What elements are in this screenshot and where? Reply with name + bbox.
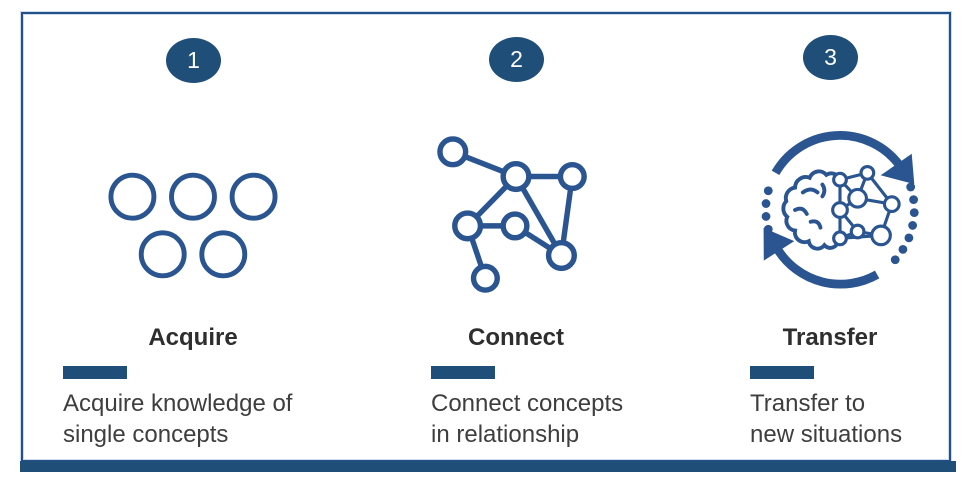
step-1-description-line1: Acquire knowledge of [63,390,293,417]
step-3-description-line2: new situations [750,421,903,448]
brain-cycle-icon [754,124,926,296]
step-1-number-badge: 1 [166,38,221,83]
step-2-description-line1: Connect concepts [431,390,624,417]
step-2-number-badge: 2 [489,37,544,82]
step-3-accent-bar [750,366,814,379]
step-3-description-line1: Transfer to [750,390,866,417]
step-3-description: Transfer to new situations [750,388,976,450]
network-graph-icon [437,136,595,300]
step-3-number-badge: 3 [803,35,858,80]
step-2-description: Connect concepts in relationship [431,388,681,450]
circles-icon [108,172,278,280]
step-1-title: Acquire [148,324,238,351]
step-2-title: Connect [468,324,564,351]
bottom-accent-bar [20,461,956,472]
step-3-number: 3 [824,44,837,70]
step-2-description-line2: in relationship [431,421,580,448]
step-1-description-line2: single concepts [63,421,229,448]
step-3-title: Transfer [782,324,878,351]
step-1-description: Acquire knowledge of single concepts [63,388,313,450]
step-1-number: 1 [187,47,200,73]
step-1-accent-bar [63,366,127,379]
step-2-number: 2 [510,46,523,72]
step-2-accent-bar [431,366,495,379]
